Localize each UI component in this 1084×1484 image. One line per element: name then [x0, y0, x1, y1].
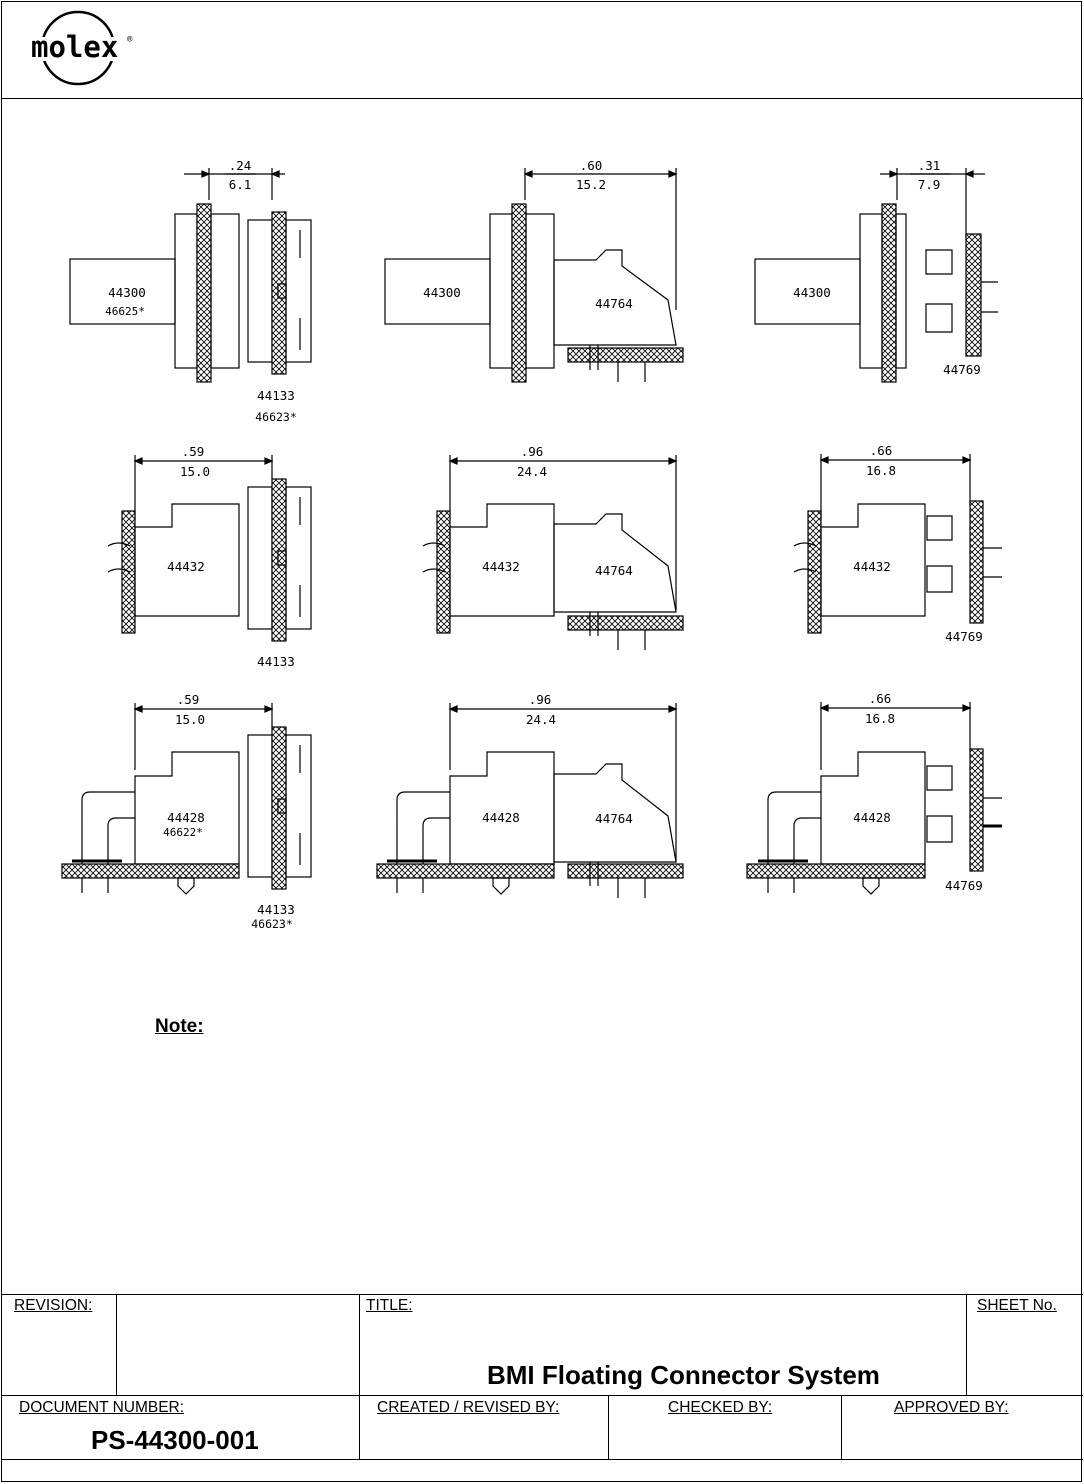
view-7: [61, 703, 312, 895]
view-2-part-b: 44764: [595, 296, 633, 311]
view-8-dim-mm: 24.4: [526, 712, 556, 727]
view-4-dim-in: .59: [182, 444, 205, 459]
logo-text: molex: [31, 30, 118, 64]
view-8-part-a: 44428: [482, 810, 520, 825]
title-block-bottom: [1, 1459, 1083, 1460]
logo-registered: ®: [127, 35, 133, 45]
view-4: [107, 455, 312, 642]
view-1-part-c: 44133: [257, 388, 295, 403]
document-number-label: DOCUMENT NUMBER:: [19, 1399, 185, 1416]
view-3: [754, 168, 998, 383]
view-7-part-c: 44133: [257, 902, 295, 917]
title-block-mid: [1, 1395, 1083, 1396]
view-1-part-b: 46625*: [105, 305, 145, 318]
dimension-labels: .24 6.1 .60 15.2 .31 7.9 .59 15.0 .96 24…: [175, 158, 940, 727]
view-7-part-a: 44428: [167, 810, 205, 825]
approved-divider: [841, 1395, 842, 1459]
view-6: [793, 454, 1002, 634]
part-labels: 44300 46625* 44133 46623* 44300 44764 44…: [105, 285, 983, 931]
view-1-dim-in: .24: [229, 158, 252, 173]
view-2-dim-mm: 15.2: [576, 177, 606, 192]
view-3-part-a: 44300: [793, 285, 831, 300]
view-1-part-d: 46623*: [255, 410, 297, 424]
view-1: [69, 168, 312, 383]
view-5-part-b: 44764: [595, 563, 633, 578]
view-9-part-b: 44769: [945, 878, 983, 893]
view-4-part-a: 44432: [167, 559, 205, 574]
view-4-part-b: 44133: [257, 654, 295, 669]
view-1-part-a: 44300: [108, 285, 146, 300]
sheet-divider: [966, 1294, 967, 1395]
document-number: PS-44300-001: [91, 1425, 259, 1455]
checked-divider: [608, 1395, 609, 1459]
view-8-part-b: 44764: [595, 811, 633, 826]
molex-logo: molex ®: [26, 10, 138, 90]
view-7-dim-mm: 15.0: [175, 712, 205, 727]
checked-by-label: CHECKED BY:: [668, 1399, 773, 1416]
view-5-dim-mm: 24.4: [517, 464, 547, 479]
view-2: [384, 168, 684, 383]
view-2-part-a: 44300: [423, 285, 461, 300]
view-4-dim-mm: 15.0: [180, 464, 210, 479]
view-6-part-a: 44432: [853, 559, 891, 574]
view-5-part-a: 44432: [482, 559, 520, 574]
view-5-dim-in: .96: [521, 444, 544, 459]
header-divider: [1, 98, 1083, 99]
created-by-label: CREATED / REVISED BY:: [377, 1399, 560, 1416]
revision-label: REVISION:: [14, 1297, 93, 1314]
view-3-part-b: 44769: [943, 362, 981, 377]
view-8: [376, 703, 684, 898]
view-7-part-d: 46623*: [251, 917, 293, 931]
view-1-dim-mm: 6.1: [229, 177, 252, 192]
title-divider: [359, 1294, 360, 1459]
view-3-dim-mm: 7.9: [918, 177, 941, 192]
view-9-dim-mm: 16.8: [865, 711, 895, 726]
approved-by-label: APPROVED BY:: [894, 1399, 1009, 1416]
note-label: Note:: [155, 1016, 204, 1037]
view-6-dim-mm: 16.8: [866, 463, 896, 478]
sheet-number-label: SHEET No.: [977, 1297, 1057, 1314]
view-9-dim-in: .66: [869, 691, 892, 706]
view-2-dim-in: .60: [580, 158, 603, 173]
drawing-title: BMI Floating Connector System: [487, 1360, 880, 1390]
revision-divider: [116, 1294, 117, 1395]
view-5: [422, 455, 684, 650]
view-8-dim-in: .96: [529, 692, 552, 707]
view-7-dim-in: .59: [177, 692, 200, 707]
view-7-part-b: 46622*: [163, 826, 203, 839]
view-9-part-a: 44428: [853, 810, 891, 825]
connector-drawing: .24 6.1 .60 15.2 .31 7.9 .59 15.0 .96 24…: [61, 158, 1002, 931]
title-label: TITLE:: [366, 1297, 413, 1314]
view-9: [746, 702, 1002, 895]
title-block-top: [1, 1294, 1083, 1295]
view-3-dim-in: .31: [918, 158, 941, 173]
view-6-part-b: 44769: [945, 629, 983, 644]
view-6-dim-in: .66: [870, 443, 893, 458]
